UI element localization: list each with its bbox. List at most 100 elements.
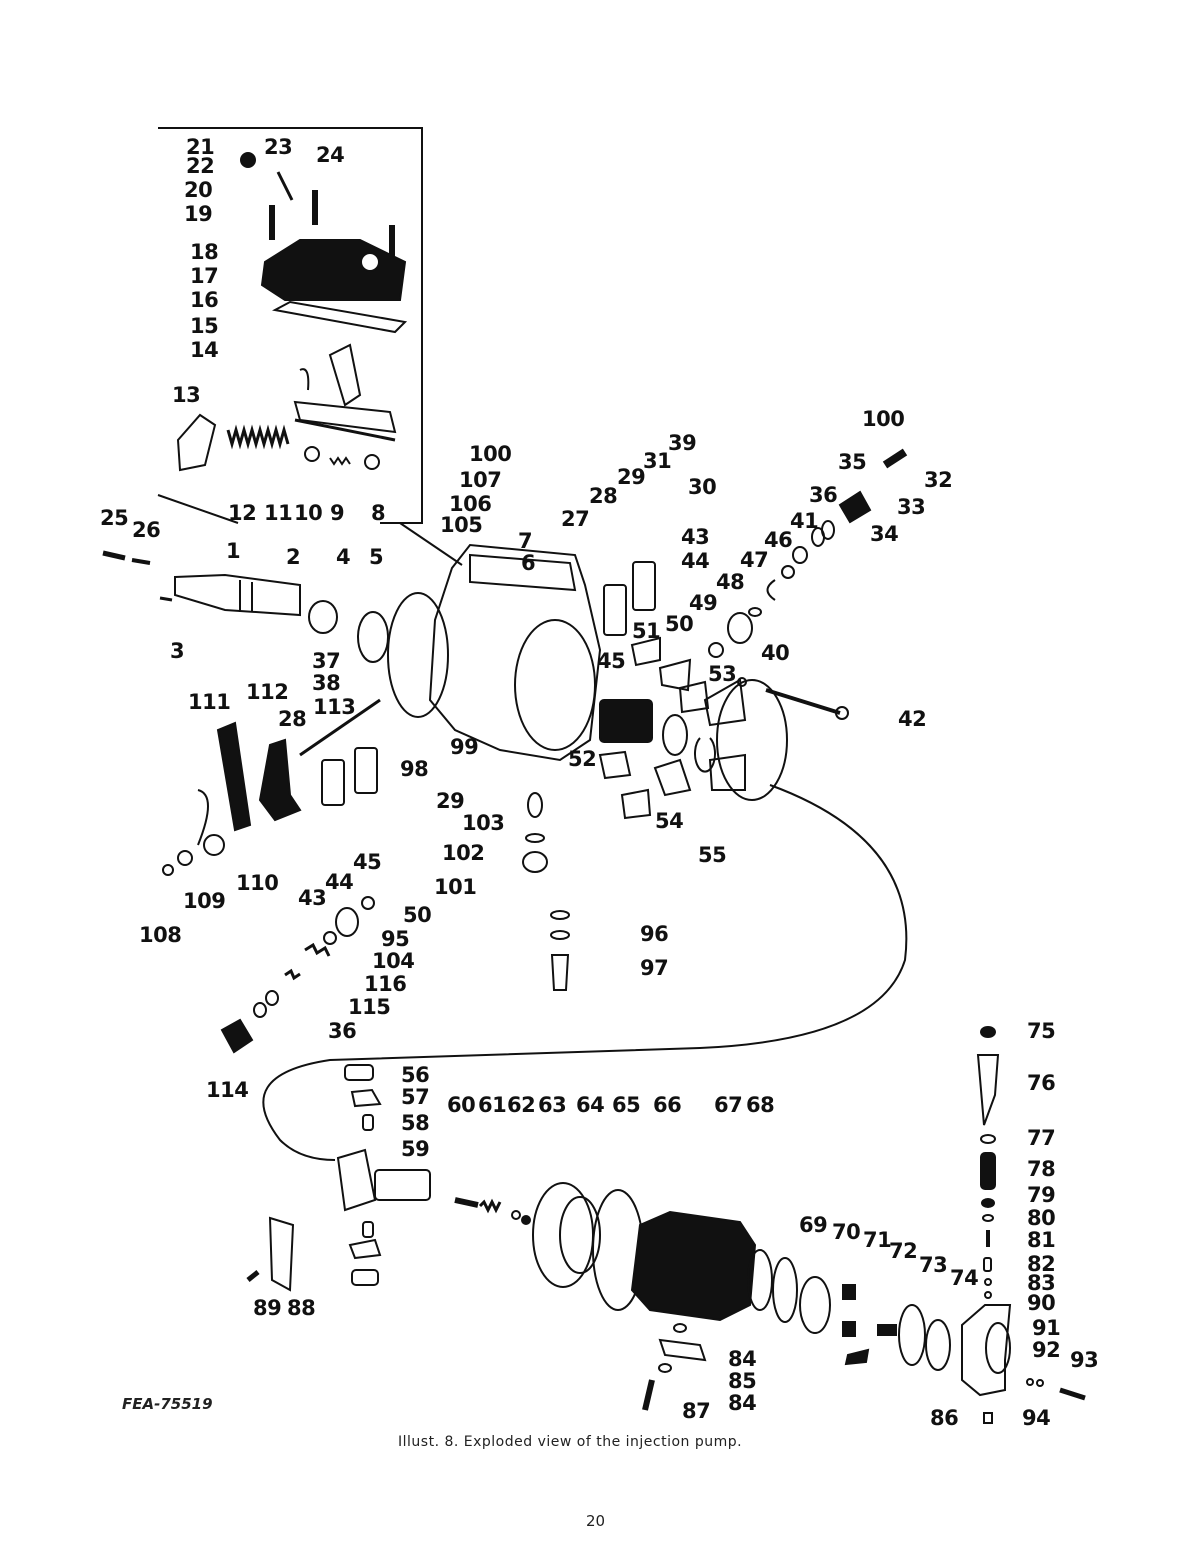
callout: 6 bbox=[521, 551, 536, 575]
callout: 115 bbox=[348, 995, 391, 1019]
callout: 110 bbox=[236, 871, 279, 895]
callout: 74 bbox=[950, 1266, 979, 1290]
callout: 57 bbox=[401, 1085, 430, 1109]
callout: 68 bbox=[746, 1093, 775, 1117]
callout: 30 bbox=[688, 475, 717, 499]
callout: 50 bbox=[665, 612, 694, 636]
callout: 81 bbox=[1027, 1228, 1056, 1252]
governor-cover-part bbox=[260, 239, 407, 301]
callout: 3 bbox=[170, 639, 185, 663]
callout: 26 bbox=[132, 518, 161, 542]
callout: 31 bbox=[643, 449, 672, 473]
callout: 113 bbox=[313, 695, 356, 719]
callout: 29 bbox=[617, 465, 646, 489]
callout: 108 bbox=[139, 923, 182, 947]
callout: 35 bbox=[838, 450, 867, 474]
callout: 54 bbox=[655, 809, 684, 833]
callout: 32 bbox=[924, 468, 953, 492]
callout: 87 bbox=[682, 1399, 711, 1423]
callout: 50 bbox=[403, 903, 432, 927]
callout: 12 bbox=[228, 501, 257, 525]
callout: 61 bbox=[478, 1093, 507, 1117]
callout: 53 bbox=[708, 662, 737, 686]
callout: 9 bbox=[330, 501, 345, 525]
callout: 62 bbox=[507, 1093, 536, 1117]
callout: 77 bbox=[1027, 1126, 1056, 1150]
callout: 36 bbox=[328, 1019, 357, 1043]
callout: 41 bbox=[790, 509, 819, 533]
callout: 72 bbox=[889, 1239, 918, 1263]
callout: 5 bbox=[369, 545, 384, 569]
callout: 65 bbox=[612, 1093, 641, 1117]
callout: 2 bbox=[286, 545, 301, 569]
callout: 76 bbox=[1027, 1071, 1056, 1095]
callout: 42 bbox=[898, 707, 927, 731]
callout: 51 bbox=[632, 619, 661, 643]
callout: 23 bbox=[264, 135, 293, 159]
callout: 84 bbox=[728, 1347, 757, 1371]
callout: 94 bbox=[1022, 1406, 1051, 1430]
flange-part bbox=[387, 592, 449, 718]
callout: 45 bbox=[353, 850, 382, 874]
callout: 10 bbox=[294, 501, 323, 525]
callout: 13 bbox=[172, 383, 201, 407]
callout: 102 bbox=[442, 841, 485, 865]
callout: 48 bbox=[716, 570, 745, 594]
inset-leader bbox=[399, 522, 463, 566]
callout: 44 bbox=[325, 870, 354, 894]
callout: 27 bbox=[561, 507, 590, 531]
callout: 99 bbox=[450, 735, 479, 759]
figure-caption: Illust. 8. Exploded view of the injectio… bbox=[398, 1434, 743, 1450]
callout: 80 bbox=[1027, 1206, 1056, 1230]
callout: 70 bbox=[832, 1220, 861, 1244]
callout: 55 bbox=[698, 843, 727, 867]
page-number: 20 bbox=[586, 1512, 606, 1530]
callout: 21 bbox=[186, 135, 215, 159]
drive-shaft-part bbox=[174, 573, 301, 617]
connector-curve bbox=[262, 784, 908, 1161]
callout: 95 bbox=[381, 927, 410, 951]
callout: 75 bbox=[1027, 1019, 1056, 1043]
figure-id: FEA-75519 bbox=[122, 1395, 213, 1413]
callout: 16 bbox=[190, 288, 219, 312]
callout: 85 bbox=[728, 1369, 757, 1393]
callout: 89 bbox=[253, 1296, 282, 1320]
callout: 103 bbox=[462, 811, 505, 835]
callout: 63 bbox=[538, 1093, 567, 1117]
callout: 19 bbox=[184, 202, 213, 226]
callout: 60 bbox=[447, 1093, 476, 1117]
callout: 91 bbox=[1032, 1316, 1061, 1340]
callout: 45 bbox=[597, 649, 626, 673]
callout: 98 bbox=[400, 757, 429, 781]
callout: 7 bbox=[518, 529, 533, 553]
callout: 58 bbox=[401, 1111, 430, 1135]
callout: 47 bbox=[740, 548, 769, 572]
hydraulic-head-part bbox=[716, 679, 788, 801]
callout: 59 bbox=[401, 1137, 430, 1161]
callout: 88 bbox=[287, 1296, 316, 1320]
callout: 111 bbox=[188, 690, 231, 714]
callout: 109 bbox=[183, 889, 226, 913]
callout: 46 bbox=[764, 528, 793, 552]
callout: 29 bbox=[436, 789, 465, 813]
callout: 18 bbox=[190, 240, 219, 264]
callout: 73 bbox=[919, 1253, 948, 1277]
callout: 104 bbox=[372, 949, 415, 973]
callout: 93 bbox=[1070, 1348, 1099, 1372]
callout: 79 bbox=[1027, 1183, 1056, 1207]
callout: 78 bbox=[1027, 1157, 1056, 1181]
callout: 100 bbox=[862, 407, 905, 431]
end-housing-part bbox=[961, 1304, 1012, 1397]
callout: 84 bbox=[728, 1391, 757, 1415]
callout: 43 bbox=[298, 886, 327, 910]
callout: 101 bbox=[434, 875, 477, 899]
callout: 82 bbox=[1027, 1252, 1056, 1276]
callout: 71 bbox=[863, 1228, 892, 1252]
callout: 49 bbox=[689, 591, 718, 615]
callout: 106 bbox=[449, 492, 492, 516]
callout: 114 bbox=[206, 1078, 249, 1102]
callout: 116 bbox=[364, 972, 407, 996]
callout: 43 bbox=[681, 525, 710, 549]
callout: 33 bbox=[897, 495, 926, 519]
